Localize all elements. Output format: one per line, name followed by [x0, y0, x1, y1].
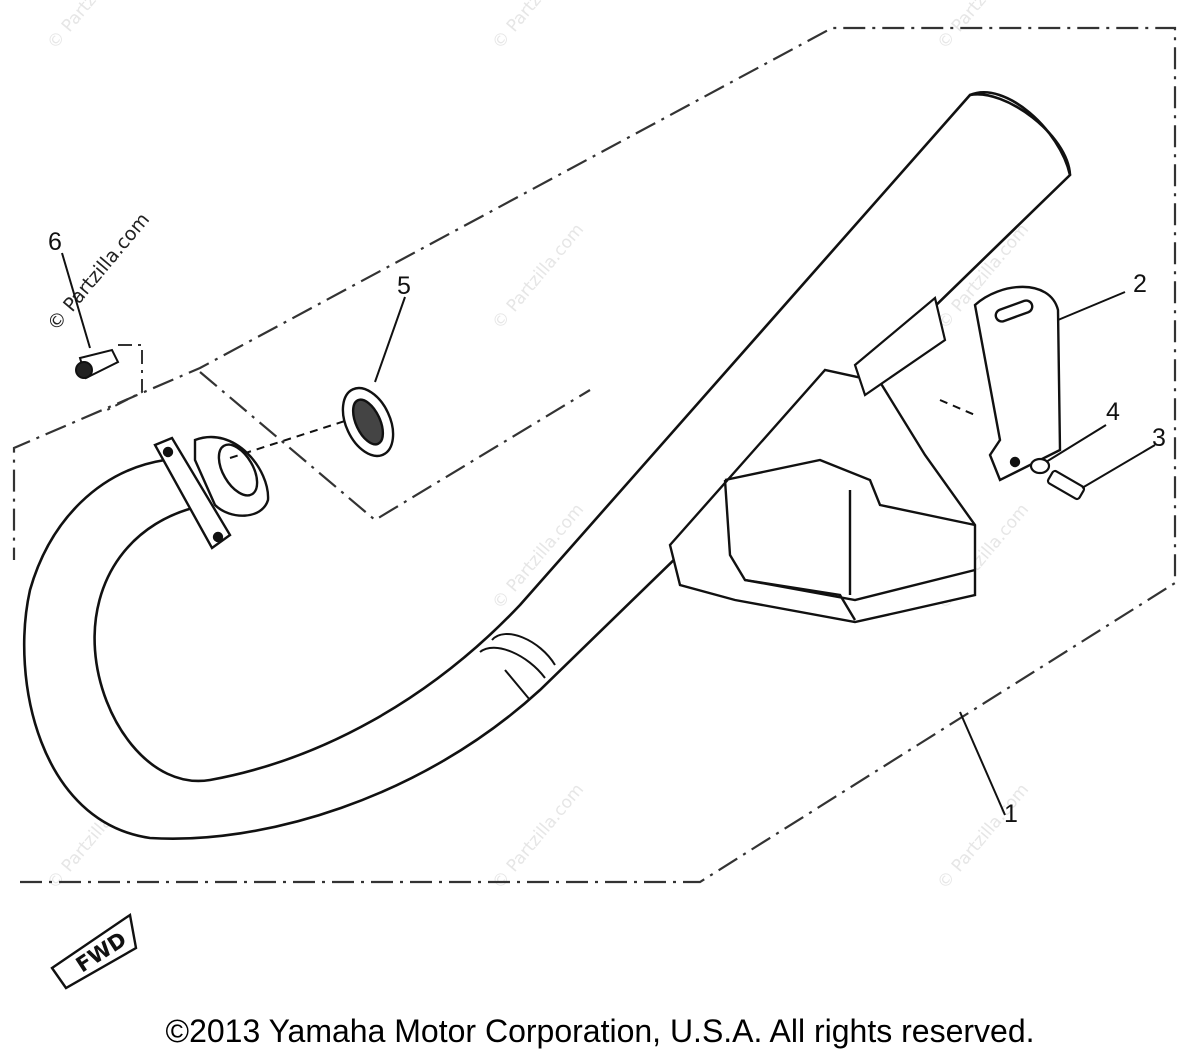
pipe-flange [153, 435, 270, 550]
copyright-notice: ©2013 Yamaha Motor Corporation, U.S.A. A… [165, 1013, 1035, 1049]
watermark: © Partzilla.com [489, 0, 589, 53]
assembly-outline [12, 26, 1177, 884]
callout-number: 3 [1152, 424, 1166, 452]
muffler-mount-tab [853, 296, 947, 397]
forward-arrow-icon: FWD [50, 912, 138, 990]
watermark: © Partzilla.com [934, 0, 1034, 53]
watermark: © Partzilla.com [489, 220, 589, 333]
gasket-area-outline [199, 371, 591, 522]
bolt-part-3 [1046, 469, 1086, 501]
muffler-box [668, 368, 977, 624]
callout-number: 1 [1004, 800, 1018, 828]
leader-lines [61, 252, 1156, 816]
bolt-part-6 [75, 348, 120, 380]
watermark: © Partzilla.com [489, 780, 589, 893]
callout-number: 4 [1106, 398, 1120, 426]
washer-part-4 [1029, 457, 1051, 475]
exhaust-pipe [22, 91, 1072, 840]
callout-number: 5 [397, 272, 411, 300]
bracket-part-2 [973, 285, 1062, 482]
callout-number: 2 [1133, 270, 1147, 298]
callout-number: 6 [48, 228, 62, 256]
watermark: © Partzilla.com [44, 0, 144, 53]
watermark: © Partzilla.com [934, 780, 1034, 893]
bolt-area-outline [106, 344, 143, 411]
gasket-part-5 [341, 386, 395, 458]
